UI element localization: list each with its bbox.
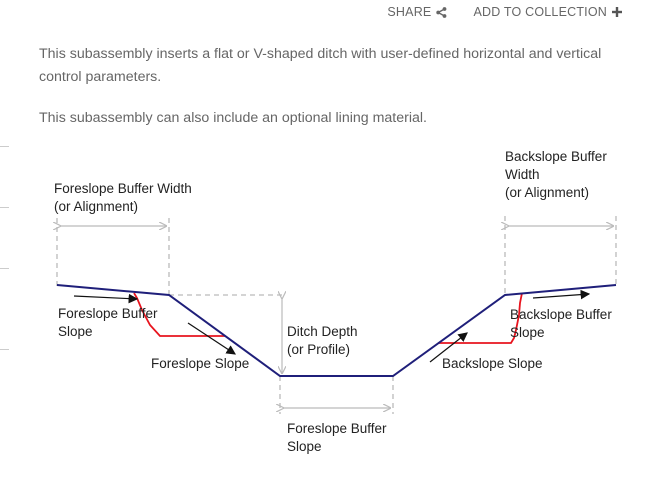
backslope-slope-label: Backslope Slope	[442, 356, 543, 371]
lining-paragraph: This subassembly can also include an opt…	[39, 110, 428, 126]
foreslope-buffer-width-label: Foreslope Buffer Width (or Alignment)	[54, 181, 192, 214]
plus-icon	[612, 7, 622, 17]
description-paragraph: This subassembly inserts a flat or V-sha…	[39, 46, 602, 85]
share-label: SHARE	[387, 5, 432, 19]
foreslope-buffer-slope-label: Foreslope Buffer Slope	[58, 306, 158, 339]
add-to-collection-label: ADD TO COLLECTION	[473, 5, 607, 19]
ditch-diagram-graphic	[0, 216, 617, 414]
backslope-buffer-width-label: Backslope Buffer Width (or Alignment)	[505, 149, 607, 200]
dimension-lines	[56, 216, 617, 414]
action-bar: SHARE ADD TO COLLECTION	[387, 4, 622, 20]
share-button[interactable]: SHARE	[387, 5, 447, 19]
ditch-profile-line	[56, 284, 617, 377]
sidebar-edge-tick	[0, 349, 9, 350]
ditch-diagram: Foreslope Buffer Width (or Alignment) Fo…	[0, 140, 662, 478]
add-to-collection-button[interactable]: ADD TO COLLECTION	[473, 5, 622, 19]
backslope-buffer-slope-label: Backslope Buffer Slope	[510, 307, 612, 340]
bottom-width-label: Foreslope Buffer Slope	[287, 421, 387, 454]
foreslope-slope-label: Foreslope Slope	[151, 356, 250, 371]
sidebar-edge-tick	[0, 268, 9, 269]
share-icon	[436, 6, 447, 18]
ditch-depth-label: Ditch Depth (or Profile)	[287, 324, 358, 357]
sidebar-edge-tick	[0, 146, 9, 147]
sidebar-edge-tick	[0, 207, 9, 208]
